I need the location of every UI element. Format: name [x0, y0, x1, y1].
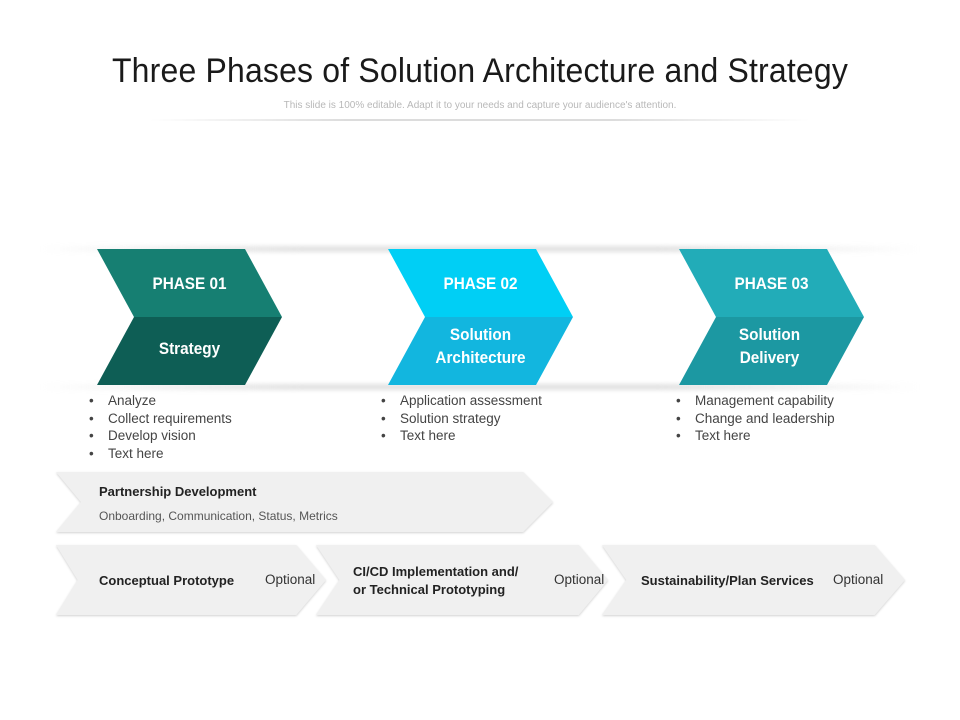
phase-02-bullets: Application assessment Solution strategy… — [381, 392, 542, 445]
step-arrow-1 — [56, 545, 326, 615]
phase-02-bullet: Application assessment — [381, 392, 542, 410]
phase-03-name-line-2: Delivery — [739, 348, 800, 367]
phase-01-bullets: Analyze Collect requirements Develop vis… — [89, 392, 232, 462]
step-1-optional: Optional — [265, 572, 316, 587]
phase-01-name-line-1: Strategy — [158, 339, 221, 358]
phase-01-label: PHASE 01 — [152, 274, 227, 293]
phase-01-bullet: Develop vision — [89, 427, 232, 445]
phase-03-bullet: Change and leadership — [676, 410, 835, 428]
phase-03-bullet: Management capability — [676, 392, 835, 410]
chevron-shadow-bottom — [40, 384, 920, 390]
page-subtitle: This slide is 100% editable. Adapt it to… — [283, 100, 677, 111]
step-2-label-line-2: or Technical Prototyping — [353, 582, 506, 597]
step-1-label: Conceptual Prototype — [99, 573, 235, 588]
phase-03-name-line-1: Solution — [738, 325, 801, 344]
title-divider — [150, 119, 810, 121]
partnership-subtitle: Onboarding, Communication, Status, Metri… — [99, 509, 338, 523]
step-arrow-3-shape — [602, 545, 905, 615]
step-3-label: Sustainability/Plan Services — [641, 573, 814, 588]
phase-01-bullet: Collect requirements — [89, 410, 232, 428]
phase-02-bullet: Text here — [381, 427, 542, 445]
step-arrow-2 — [316, 545, 608, 615]
page-title: Three Phases of Solution Architecture an… — [111, 52, 849, 90]
phase-02-label: PHASE 02 — [443, 274, 518, 293]
step-arrow-1-shape — [56, 545, 326, 615]
phase-01-name-chevron — [97, 317, 282, 385]
step-2-label-line-1: CI/CD Implementation and/ — [353, 564, 519, 579]
step-arrow-2-shape — [316, 545, 608, 615]
phase-01-bullet: Text here — [89, 445, 232, 463]
step-arrow-3 — [602, 545, 905, 615]
phase-01-bullet: Analyze — [89, 392, 232, 410]
partnership-arrow — [56, 472, 553, 532]
phase-03-bullets: Management capability Change and leaders… — [676, 392, 835, 445]
phase-03-bullet: Text here — [676, 427, 835, 445]
phase-02-name-line-1: Solution — [449, 325, 512, 344]
phase-03-label: PHASE 03 — [734, 274, 809, 293]
phase-01-label-chevron — [97, 249, 282, 317]
phase-02-bullet: Solution strategy — [381, 410, 542, 428]
step-2-optional: Optional — [554, 572, 605, 587]
partnership-arrow-shape — [56, 472, 553, 532]
partnership-title: Partnership Development — [99, 484, 257, 499]
step-3-optional: Optional — [833, 572, 884, 587]
phase-02-name-line-2: Architecture — [435, 348, 526, 367]
